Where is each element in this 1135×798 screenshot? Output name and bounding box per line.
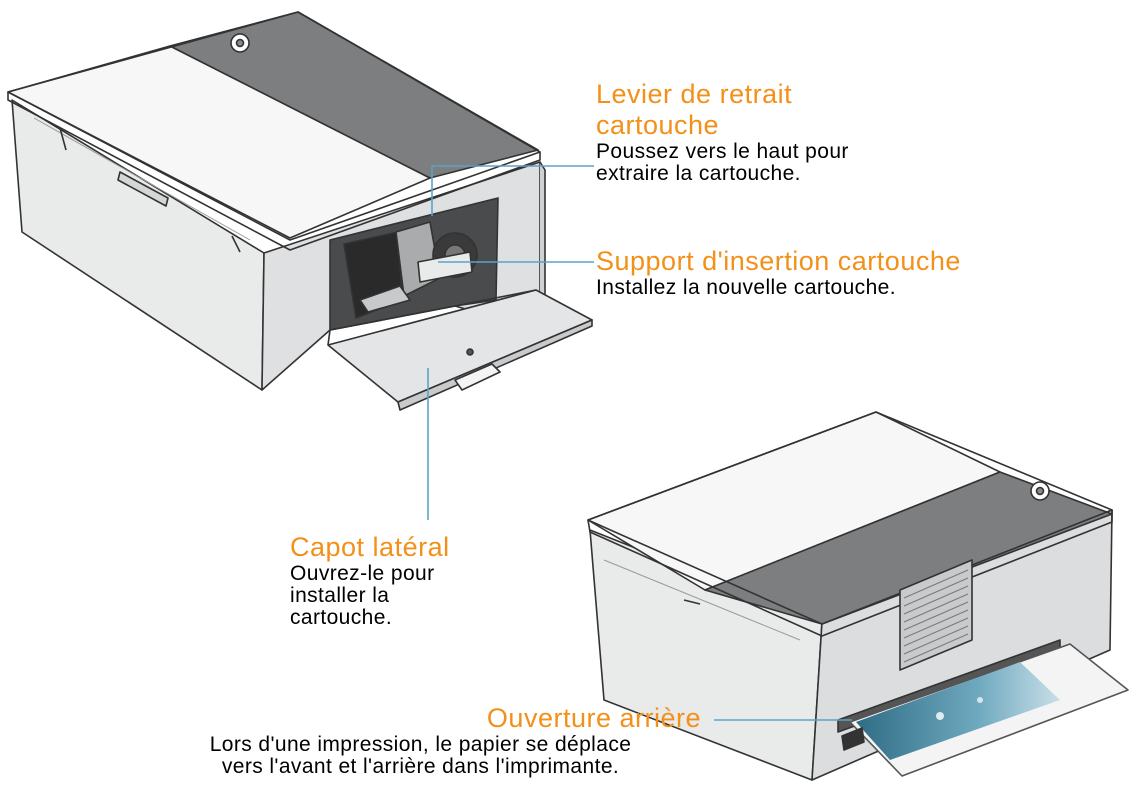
callout-cartridge-support: Support d'insertion cartouche Installez … [596,246,961,299]
callout-cartridge-lever: Levier de retrait cartouche Poussez vers… [596,79,849,185]
printer-rear-illustration [587,411,1129,781]
leader-line-lever [431,165,594,216]
callout-rear-opening: Ouverture arrière Lors d'une impression,… [128,703,713,778]
callout-desc-cover: Ouvrez-le pour installer la cartouche. [290,562,435,629]
callout-desc-rear: Lors d'une impression, le papier se dépl… [209,733,632,778]
callout-desc-lever: Poussez vers le haut pour extraire la ca… [596,140,849,185]
callout-title-support: Support d'insertion cartouche [596,246,961,276]
printer-front-illustration [7,11,593,411]
callout-side-cover: Capot latéral Ouvrez-le pour installer l… [290,532,450,629]
callout-desc-support: Installez la nouvelle cartouche. [596,276,896,299]
callout-title-rear: Ouverture arrière [486,703,701,733]
callout-title-cover: Capot latéral [290,532,450,562]
callout-title-lever: Levier de retrait cartouche [596,79,793,140]
